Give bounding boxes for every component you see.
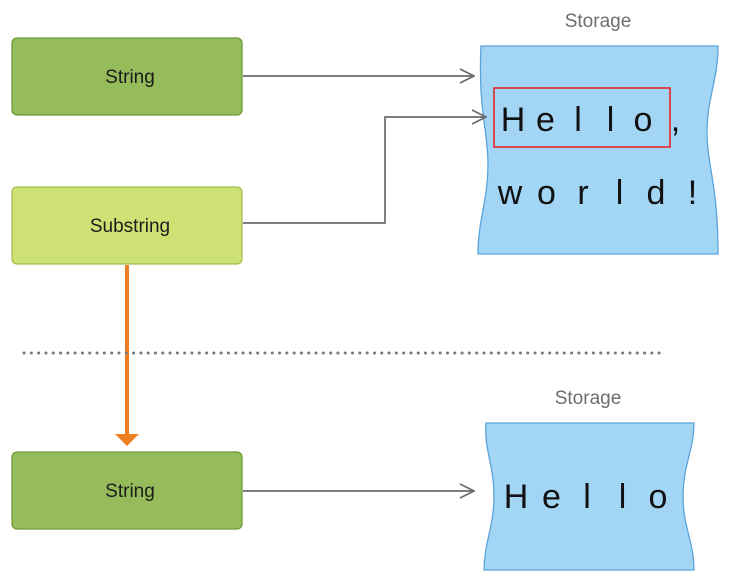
storage-char: l (616, 174, 624, 212)
string-node-box (11, 37, 243, 116)
top-storage-title: Storage (565, 11, 632, 32)
storage-char: o (634, 101, 653, 139)
storage-char: w (497, 174, 523, 212)
substring-node-box (11, 186, 243, 265)
bottom-storage-shape (483, 422, 695, 571)
hello-highlight-box (493, 87, 671, 148)
storage-char: l (607, 101, 615, 139)
storage-char: e (542, 478, 561, 516)
storage-char: o (537, 174, 556, 212)
storage-char: H (501, 101, 526, 139)
substring-to-storage-arrow (243, 117, 486, 224)
storage-char: r (577, 174, 588, 212)
storage-char: ! (688, 174, 697, 212)
storage-char: e (536, 101, 555, 139)
storage-char: l (583, 478, 591, 516)
string-node-label: String (105, 67, 155, 88)
converted-string-node-label: String (105, 481, 155, 502)
converted-string-node-box (11, 451, 243, 530)
storage-char: l (619, 478, 627, 516)
conversion-arrow (115, 265, 139, 446)
storage-char: d (647, 174, 666, 212)
substring-node-label: Substring (90, 216, 170, 237)
storage-char: l (574, 101, 582, 139)
storage-char: , (671, 101, 680, 139)
storage-char: H (504, 478, 529, 516)
top-storage-shape (477, 45, 719, 255)
bottom-storage-title: Storage (555, 388, 622, 409)
storage-char: o (649, 478, 668, 516)
